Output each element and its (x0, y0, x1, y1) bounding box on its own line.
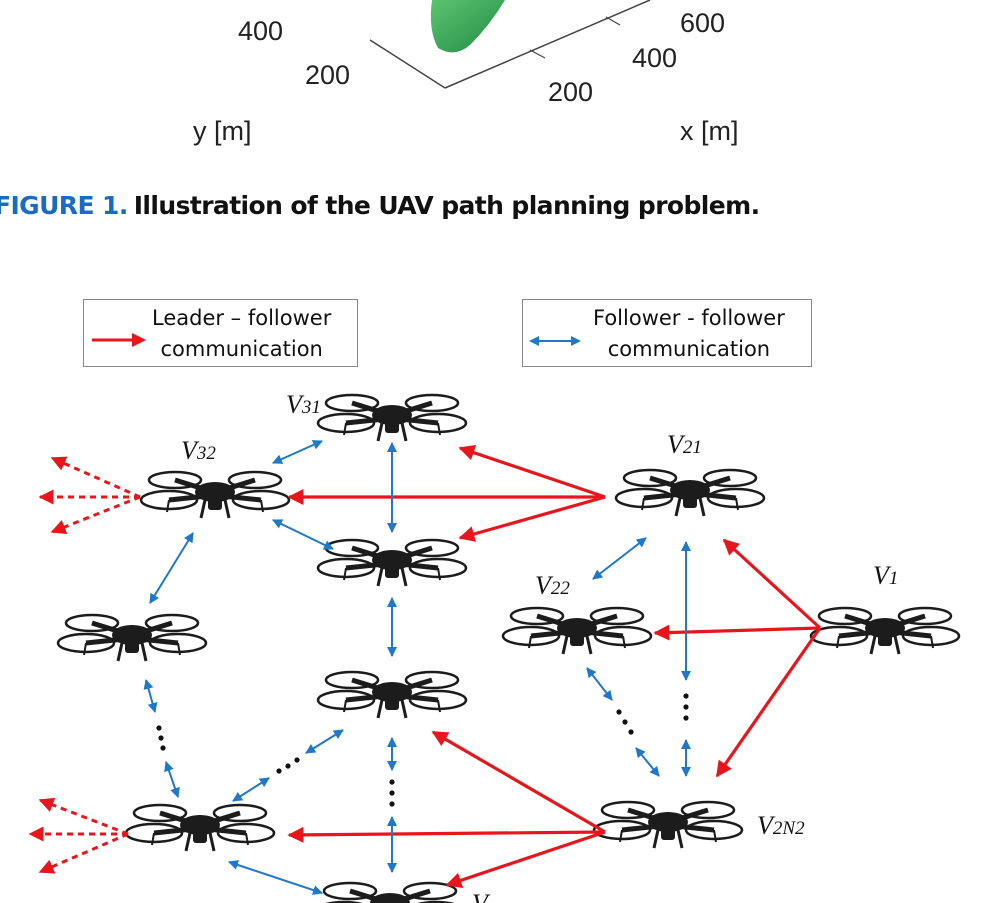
legend-leader-line2: communication (160, 337, 323, 361)
legend-leader-line1: Leader – follower (152, 306, 332, 330)
drone-center-lower (318, 672, 466, 718)
drone-left-bottom (126, 805, 274, 851)
figure-label: FIGURE 1. (0, 191, 128, 220)
follower-follower-arrows (143, 440, 691, 895)
label-v31: V31 (286, 390, 321, 419)
figure-caption: FIGURE 1.Illustration of the UAV path pl… (0, 191, 760, 220)
label-v32: V32 (181, 436, 216, 465)
y-axis-label: y [m] (193, 116, 252, 146)
x-tick-600: 600 (680, 8, 725, 38)
drone-v31 (318, 395, 466, 441)
red-arrow-icon (92, 333, 146, 347)
legend-follower-follower: Follower - follower communication (522, 299, 812, 367)
legend-follower-line1: Follower - follower (593, 306, 785, 330)
label-v22: V22 (535, 571, 570, 600)
drone-left-middle (58, 615, 206, 661)
legend-leader-follower: Leader – follower communication (83, 299, 358, 367)
y-tick-400: 400 (238, 16, 283, 46)
terrain-surface (430, 0, 505, 53)
legend-follower-line2: communication (607, 337, 771, 361)
x-axis-label: x [m] (680, 116, 739, 146)
label-v21: V21 (667, 430, 702, 459)
label-v1: V1 (873, 561, 898, 590)
leader-follower-arrows (287, 445, 822, 889)
drone-v22 (503, 608, 651, 654)
x-tick-200: 200 (548, 77, 593, 107)
drone-v21 (616, 470, 764, 516)
ellipsis-dots (156, 693, 689, 807)
label-v2n2: V2N2 (757, 811, 805, 840)
label-bottom: V (472, 889, 491, 903)
drone-v32 (141, 472, 289, 518)
drone-v1 (811, 608, 959, 654)
drone-bottom (316, 883, 464, 903)
x-tick-400: 400 (632, 43, 677, 73)
drone-v2n2 (594, 802, 742, 848)
outgoing-dashed-arrows (28, 456, 141, 874)
plot-axes (369, 0, 651, 89)
figure-caption-text: Illustration of the UAV path planning pr… (133, 191, 760, 220)
blue-double-arrow-icon (529, 336, 581, 346)
y-tick-200: 200 (305, 60, 350, 90)
drone-center-upper (318, 540, 466, 586)
